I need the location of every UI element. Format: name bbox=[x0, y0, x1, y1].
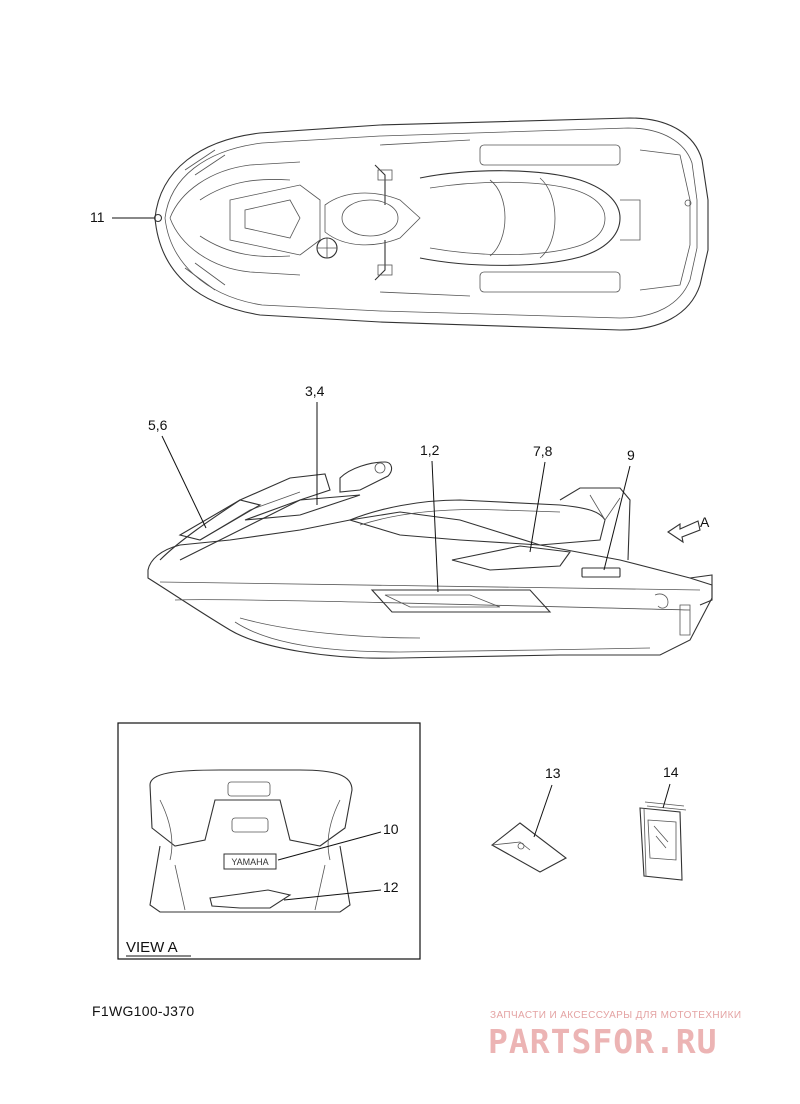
callout-14-label: 14 bbox=[663, 764, 679, 780]
callout-9-label: 9 bbox=[627, 447, 635, 463]
callout-3-4: 3,4 bbox=[305, 383, 325, 505]
callout-12: 12 bbox=[283, 879, 399, 901]
view-a-arrow-label: A bbox=[700, 514, 710, 530]
yamaha-decal-text: YAMAHA bbox=[231, 857, 268, 867]
side-decal-main bbox=[370, 589, 552, 613]
callout-1-2-label: 1,2 bbox=[420, 442, 440, 458]
callout-10: 10 bbox=[277, 821, 399, 861]
side-decal-bow bbox=[178, 499, 262, 541]
callout-1-2: 1,2 bbox=[420, 442, 440, 593]
part-13-pouch: 13 bbox=[491, 765, 568, 873]
callout-5-6: 5,6 bbox=[148, 417, 207, 529]
watermark-tagline: ЗАПЧАСТИ И АКСЕССУАРЫ ДЛЯ МОТОТЕХНИКИ bbox=[490, 1010, 742, 1021]
top-view-watercraft bbox=[153, 117, 709, 331]
callout-11: 11 bbox=[90, 209, 154, 225]
side-decal-hood bbox=[244, 494, 361, 521]
watermark-brand[interactable]: PARTSFOR.RU bbox=[488, 1022, 718, 1061]
part-14-booklet: 14 bbox=[639, 764, 687, 881]
callout-7-8-label: 7,8 bbox=[533, 443, 553, 459]
side-decal-logo bbox=[581, 567, 621, 578]
callout-11-label: 11 bbox=[90, 209, 105, 225]
side-decal-rear bbox=[451, 545, 571, 571]
view-a-box: YAMAHA VIEW A bbox=[117, 722, 421, 960]
callout-12-label: 12 bbox=[383, 879, 399, 895]
callout-3-4-label: 3,4 bbox=[305, 383, 325, 399]
view-a-label: VIEW A bbox=[126, 939, 178, 956]
view-a-arrow: A bbox=[667, 514, 710, 544]
side-view-watercraft bbox=[147, 461, 713, 659]
callout-10-label: 10 bbox=[383, 821, 399, 837]
callout-9: 9 bbox=[603, 447, 635, 571]
diagram-code: F1WG100-J370 bbox=[92, 1003, 195, 1019]
callout-13-label: 13 bbox=[545, 765, 561, 781]
callout-7-8: 7,8 bbox=[529, 443, 553, 553]
callout-5-6-label: 5,6 bbox=[148, 417, 168, 433]
